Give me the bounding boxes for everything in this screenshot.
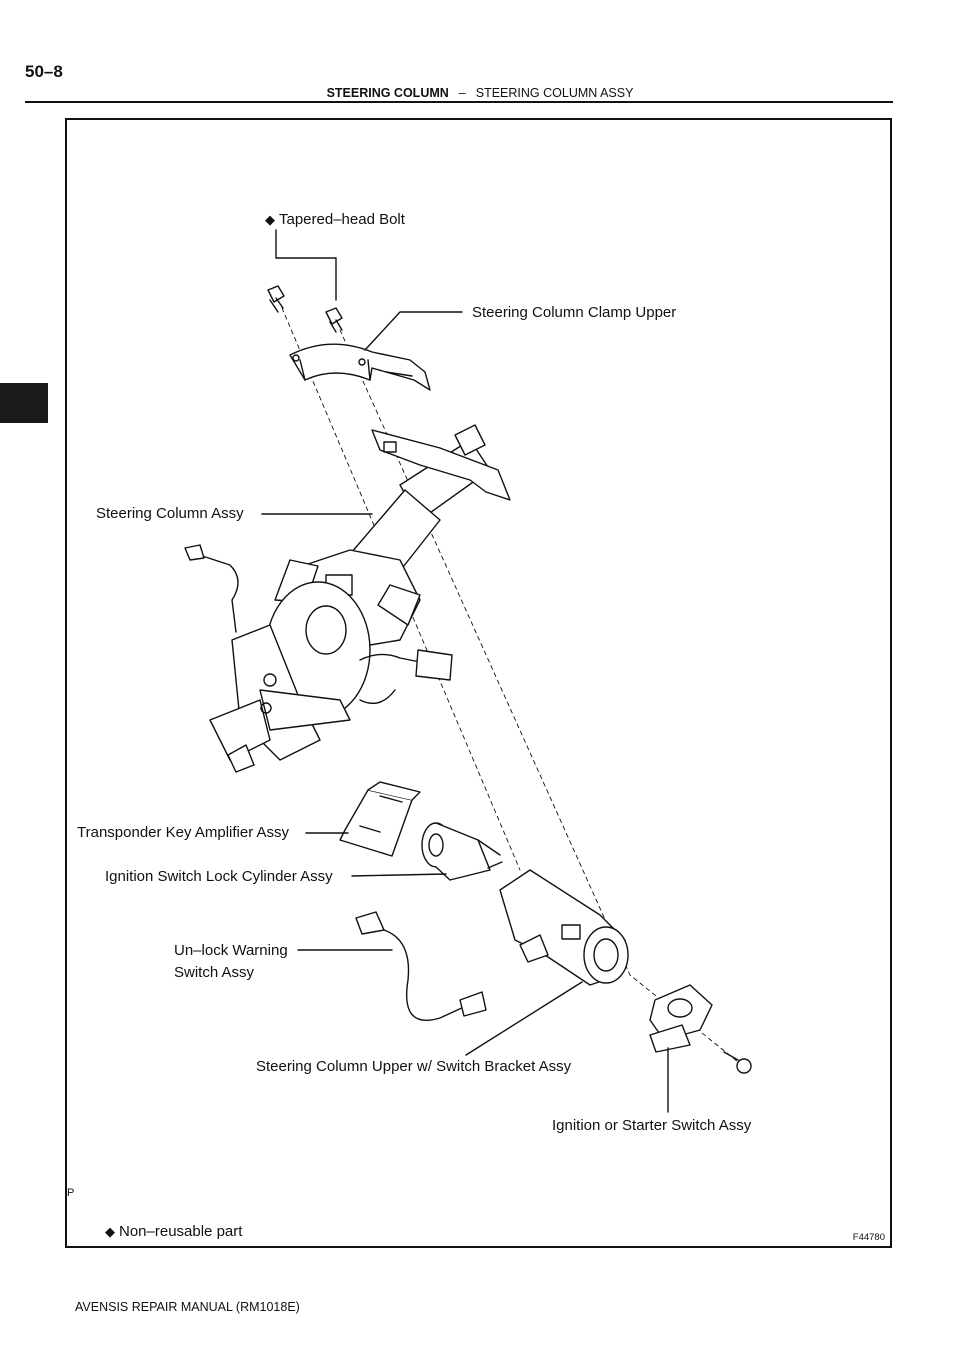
- label-ignition-starter-switch-assy: Ignition or Starter Switch Assy: [552, 1117, 752, 1134]
- screw: [723, 1051, 752, 1074]
- leader-bracket: [465, 981, 583, 1056]
- diamond-icon: ◆: [105, 1224, 115, 1239]
- page-header: STEERING COLUMN–STEERING COLUMN ASSY: [0, 86, 960, 100]
- ignition-starter-switch: [649, 984, 713, 1053]
- label-unlock-warning-line1: Un–lock Warning: [174, 942, 288, 959]
- unlock-warning-switch: [355, 911, 487, 1021]
- label-steering-column-clamp-upper: Steering Column Clamp Upper: [472, 304, 677, 321]
- label-steering-column-assy: Steering Column Assy: [96, 505, 244, 522]
- tapered-bolt-left: [267, 285, 285, 313]
- label-tapered-head-bolt: ◆Tapered–head Bolt: [265, 211, 405, 228]
- assembly-axis: [339, 329, 749, 1071]
- tapered-bolt-right: [325, 307, 343, 333]
- leader-lock-cylinder: [351, 873, 447, 877]
- steering-column-clamp-upper: [289, 343, 431, 391]
- corner-mark: P: [67, 1187, 75, 1199]
- steering-column-body: [184, 544, 453, 773]
- subsection-title: STEERING COLUMN ASSY: [475, 86, 634, 100]
- label-transponder-key-amplifier-assy: Transponder Key Amplifier Assy: [77, 824, 290, 841]
- ignition-switch-lock-cylinder: [421, 822, 503, 881]
- header-rule: [25, 101, 893, 103]
- transponder-key-amplifier: [339, 781, 421, 857]
- section-title: STEERING COLUMN: [326, 86, 449, 100]
- legend-non-reusable-part: ◆Non–reusable part: [105, 1223, 243, 1240]
- page-footer: AVENSIS REPAIR MANUAL (RM1018E): [75, 1300, 300, 1314]
- bolt-leader: [275, 229, 337, 301]
- section-tab-marker: [0, 383, 48, 423]
- label-unlock-warning-line2: Switch Assy: [174, 964, 255, 981]
- figure-frame: F44780: [65, 118, 892, 1248]
- header-separator: –: [458, 86, 466, 100]
- label-switch-bracket-assy: Steering Column Upper w/ Switch Bracket …: [256, 1058, 572, 1075]
- figure-id: F44780: [852, 1232, 885, 1243]
- leader-clamp: [364, 311, 463, 351]
- page-number: 50–8: [25, 62, 63, 81]
- non-reusable-diamond-icon: ◆: [265, 212, 275, 227]
- switch-bracket-assy: [499, 869, 629, 986]
- label-ignition-switch-lock-cylinder-assy: Ignition Switch Lock Cylinder Assy: [105, 868, 333, 885]
